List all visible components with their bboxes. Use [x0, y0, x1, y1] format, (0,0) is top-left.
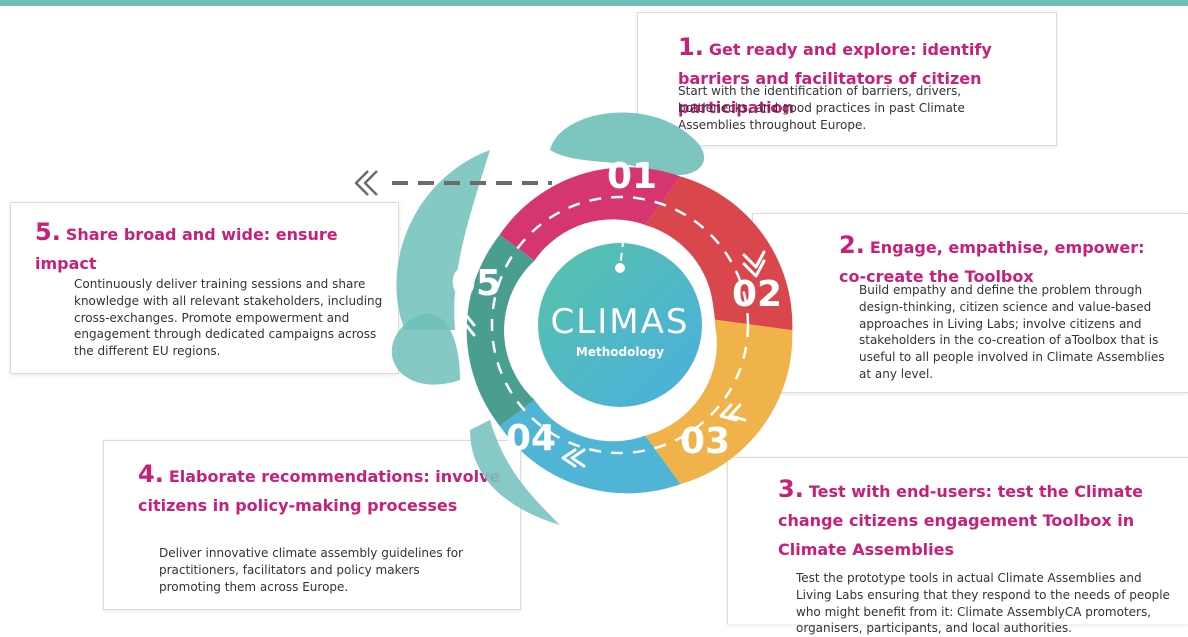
step-2-heading: Engage, empathise, empower: co-create th…	[839, 238, 1145, 286]
center-disc	[538, 243, 702, 407]
center-subtitle: Methodology	[576, 345, 664, 359]
segment-02	[645, 176, 793, 331]
step-5-title: 5.Share broad and wide: ensure impact	[35, 218, 375, 276]
segment-02-label: 02	[732, 274, 782, 315]
step-1-number: 1.	[678, 33, 704, 61]
step-1-card: 1.Get ready and explore: identify barrie…	[637, 12, 1057, 146]
climas-cycle-diagram: CLIMAS Methodology 01 02 03 04 05	[354, 112, 793, 525]
segment-01	[499, 167, 681, 261]
petal-top	[550, 112, 705, 176]
petal-bottom	[470, 420, 560, 525]
segment-01-label: 01	[607, 156, 657, 197]
step-5-number: 5.	[35, 218, 61, 246]
double-chevron-icon	[719, 403, 747, 422]
step-4-description: Deliver innovative climate assembly guid…	[159, 546, 463, 594]
cycle-chevrons	[456, 250, 766, 468]
center-pointer-dot	[615, 263, 625, 273]
step-2-title: 2.Engage, empathise, empower: co-create …	[839, 231, 1159, 289]
background-petals	[391, 112, 705, 525]
step-5-heading: Share broad and wide: ensure impact	[35, 225, 338, 273]
step-4-card: 4.Elaborate recommendations: involve cit…	[103, 440, 521, 610]
segment-03	[645, 319, 793, 485]
center-title: CLIMAS	[551, 302, 690, 342]
segment-04-label: 04	[506, 418, 556, 459]
step-1-heading: Get ready and explore: identify barriers…	[678, 40, 992, 117]
step-4-title: 4.Elaborate recommendations: involve cit…	[138, 460, 518, 518]
step-1-description: Start with the identification of barrier…	[678, 84, 965, 132]
petal-left-upper	[396, 150, 490, 330]
step-2-description: Build empathy and define the problem thr…	[859, 283, 1165, 381]
segment-04	[499, 399, 681, 494]
step-5-description: Continuously deliver training sessions a…	[74, 277, 383, 359]
double-chevron-left-icon	[354, 170, 378, 196]
segment-03-label: 03	[680, 421, 730, 462]
petal-left-lower	[391, 313, 460, 385]
step-4-heading: Elaborate recommendations: involve citiz…	[138, 467, 501, 515]
step-3-title: 3.Test with end-users: test the Climate …	[778, 475, 1178, 561]
step-5-card: 5.Share broad and wide: ensure impact Co…	[10, 202, 399, 374]
step-4-number: 4.	[138, 460, 164, 488]
double-chevron-icon	[456, 313, 476, 337]
double-chevron-icon	[742, 250, 766, 278]
step-3-number: 3.	[778, 475, 804, 503]
segment-05-label: 05	[451, 263, 501, 304]
step-2-number: 2.	[839, 231, 865, 259]
segment-05	[466, 234, 535, 426]
step-3-heading: Test with end-users: test the Climate ch…	[778, 482, 1143, 559]
step-3-card: 3.Test with end-users: test the Climate …	[727, 457, 1188, 635]
step-2-card: 2.Engage, empathise, empower: co-create …	[752, 213, 1188, 393]
top-accent-bar	[0, 0, 1188, 6]
cycle-ring	[466, 167, 793, 494]
double-chevron-icon	[561, 448, 586, 468]
center-pointer-line	[619, 224, 626, 269]
step-1-title: 1.Get ready and explore: identify barrie…	[678, 33, 1053, 119]
dashed-cycle-track	[490, 195, 750, 455]
